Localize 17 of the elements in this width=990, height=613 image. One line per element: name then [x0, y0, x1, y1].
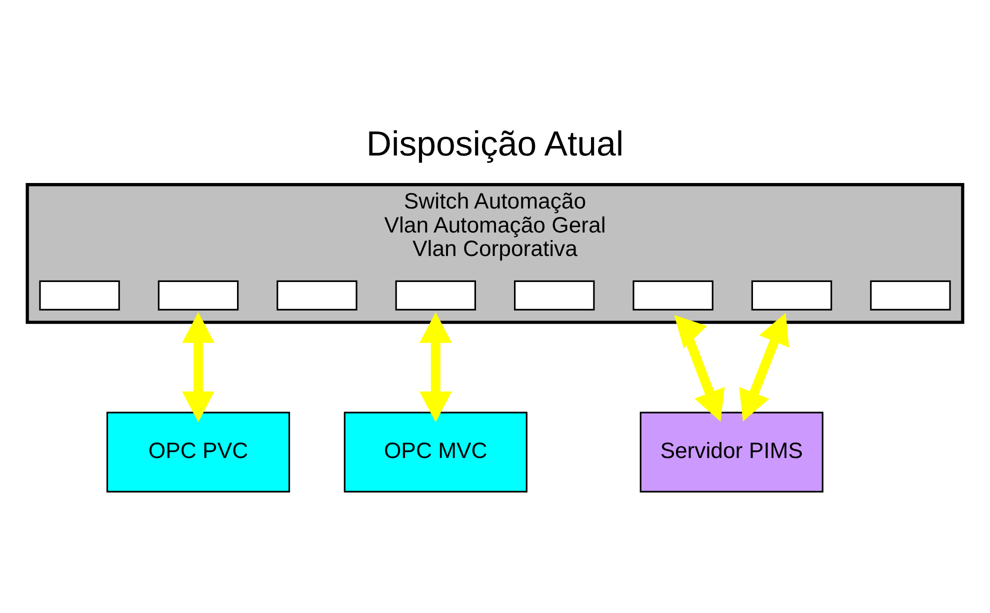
node-box: OPC MVC [344, 412, 528, 492]
arrow [419, 312, 452, 422]
node-box [395, 280, 476, 310]
node-box [276, 280, 358, 310]
node-box [158, 280, 239, 310]
node-box [514, 280, 595, 310]
node-box: OPC PVC [106, 412, 290, 492]
node-box: Servidor PIMS [640, 412, 824, 492]
arrow [674, 314, 725, 422]
node-box [632, 280, 714, 310]
arrow [182, 312, 214, 422]
node-box [751, 280, 832, 310]
arrow [739, 312, 790, 422]
cluster: Switch Automação Vlan Automação Geral Vlan Corporativa [26, 183, 964, 324]
node-box [39, 280, 120, 310]
diagram-title: Disposição Atual [366, 124, 624, 164]
node-box [870, 280, 951, 310]
